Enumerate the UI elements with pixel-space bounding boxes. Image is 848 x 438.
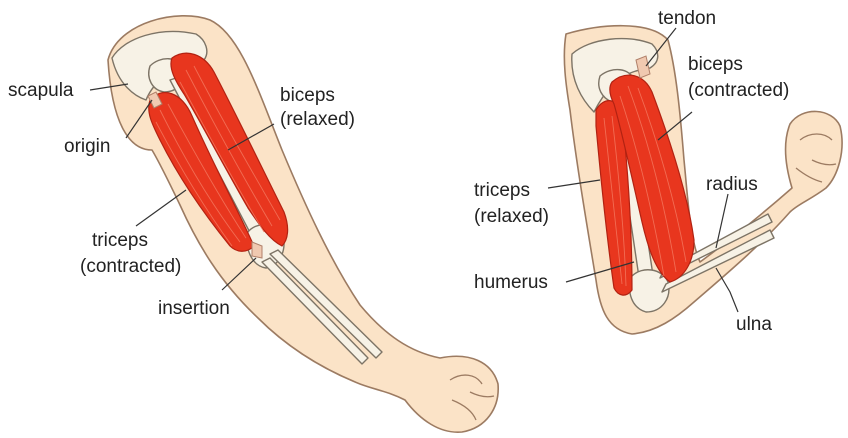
left-triceps-label-line2: (contracted) — [80, 256, 181, 277]
left-arm — [108, 16, 498, 432]
left-biceps-label-line2: (relaxed) — [280, 109, 355, 130]
right-triceps-label-line1: triceps — [474, 180, 530, 201]
radius-label: radius — [706, 174, 758, 195]
ulna-label: ulna — [736, 314, 772, 335]
tendon-label: tendon — [658, 8, 716, 29]
humerus-label: humerus — [474, 272, 548, 293]
right-biceps-label-line1: biceps — [688, 54, 743, 75]
right-triceps-label-line2: (relaxed) — [474, 206, 549, 227]
origin-label: origin — [64, 136, 110, 157]
left-triceps-label-line1: triceps — [92, 230, 148, 251]
ulna-leader — [716, 268, 738, 312]
insertion-label: insertion — [158, 298, 230, 319]
right-biceps-label-line2: (contracted) — [688, 80, 789, 101]
scapula-label: scapula — [8, 80, 74, 101]
left-triceps-leader — [136, 190, 186, 226]
left-biceps-label-line1: biceps — [280, 85, 335, 106]
